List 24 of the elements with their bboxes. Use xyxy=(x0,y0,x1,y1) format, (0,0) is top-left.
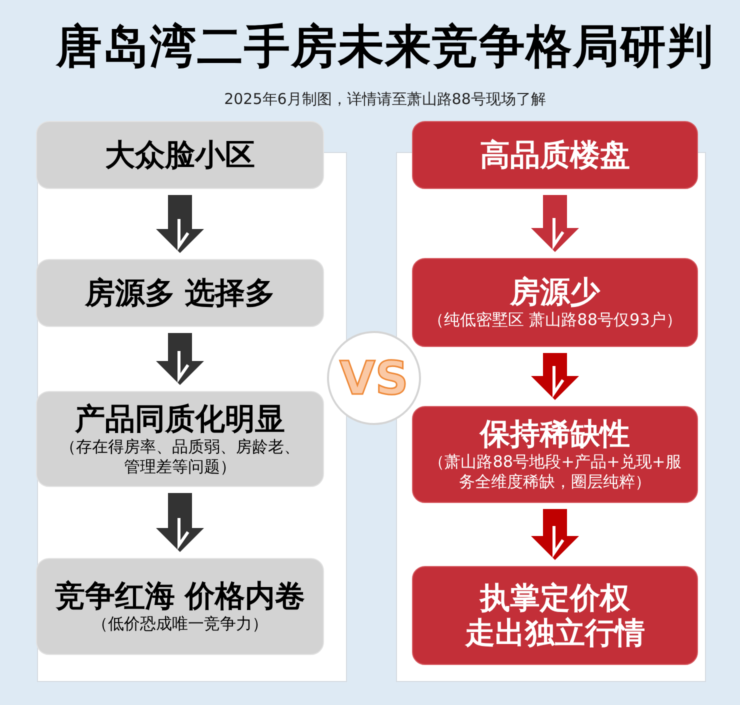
box-note: （低价恐成唯一竞争力） xyxy=(92,614,268,634)
process-box xyxy=(412,121,698,189)
process-box xyxy=(412,566,698,665)
box-title: 执掌定价权 xyxy=(480,580,630,616)
box-note: （纯低密墅区 萧山路88号仅93户） xyxy=(428,310,682,330)
process-box xyxy=(36,121,324,189)
diagram-title: 唐岛湾二手房未来竞争格局研判 xyxy=(54,18,715,75)
process-box xyxy=(36,259,324,327)
process-box xyxy=(412,258,698,347)
box-title: 房源多 选择多 xyxy=(84,276,276,310)
box-note: （萧山路88号地段+产品+兑现+服务全维度稀缺，圈层纯粹） xyxy=(428,452,682,492)
box-title: 走出独立行情 xyxy=(465,616,645,650)
box-note: （存在得房率、品质弱、房龄老、管理差等问题） xyxy=(59,436,301,476)
box-title: 高品质楼盘 xyxy=(480,138,630,172)
box-title: 竞争红海 价格内卷 xyxy=(54,579,306,614)
box-title: 产品同质化明显 xyxy=(75,402,285,436)
process-box xyxy=(36,558,324,655)
box-title: 保持稀缺性 xyxy=(480,417,630,452)
subtitle-note: 2025年6月制图，详情请至萧山路88号现场了解 xyxy=(223,89,547,110)
box-title: 房源少 xyxy=(510,275,600,310)
box-title: 大众脸小区 xyxy=(105,138,255,172)
process-box xyxy=(36,391,324,487)
process-box xyxy=(412,406,698,503)
vs-label: VS xyxy=(340,353,408,403)
